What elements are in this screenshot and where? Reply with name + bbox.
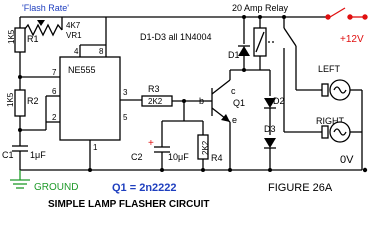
- switch-lever: [329, 7, 346, 18]
- pin7-label: 7: [52, 68, 57, 77]
- node-gnd-r4: [201, 168, 205, 172]
- q1-part-label: Q1 = 2n2222: [112, 182, 177, 194]
- vr1-resistor: [23, 23, 63, 37]
- q1-collector: [211, 79, 231, 95]
- r2-resistor: [14, 89, 26, 117]
- diodes-note: D1-D3 all 1N4004: [140, 32, 212, 42]
- q1-collector-label: c: [231, 86, 236, 96]
- pin8-label: 8: [99, 47, 104, 56]
- relay-label: 20 Amp Relay: [232, 3, 289, 13]
- left-lamp-filament: [333, 86, 347, 94]
- supply-label: +12V: [340, 34, 364, 45]
- d3-diode: [264, 138, 276, 148]
- ground-label: GROUND: [34, 182, 78, 193]
- pin2-label: 2: [52, 113, 57, 122]
- r2-value-label: 1K5: [6, 92, 15, 107]
- c1-value-label: 1μF: [30, 150, 46, 160]
- node-gnd-emitter: [228, 168, 232, 172]
- pin4-label: 4: [74, 47, 79, 56]
- node-d1-bottom: [242, 68, 246, 72]
- r4-label: R4: [211, 153, 223, 163]
- r3-value-label: 2K2: [148, 97, 163, 106]
- flash-rate-label: 'Flash Rate': [22, 3, 69, 13]
- ne555-ic: [59, 56, 121, 141]
- lamp-flasher-schematic: +12V 'Flash Rate' 4K7 VR1 1K5 R1 1K5 R2 …: [2, 3, 368, 210]
- vr1-wiper-arrow: [37, 20, 45, 26]
- left-lamp-label: LEFT: [318, 64, 341, 74]
- q1-base-label: b: [199, 96, 204, 106]
- r1-resistor: [14, 27, 26, 53]
- pin6-label: 6: [52, 87, 57, 96]
- relay-coil-diag: [255, 31, 265, 53]
- c2-plus: +: [148, 138, 154, 149]
- pin3-label: 3: [123, 88, 128, 97]
- supply-terminal: [362, 14, 368, 20]
- c2-value-label: 10μF: [168, 152, 189, 162]
- ne555-label: NE555: [68, 65, 96, 75]
- vr1-value-label: 4K7: [66, 21, 81, 30]
- right-lamp-filament: [333, 128, 347, 136]
- r4-value-label: 2K2: [201, 140, 210, 155]
- d2-label: D2: [273, 96, 285, 106]
- circuit-title: SIMPLE LAMP FLASHER CIRCUIT: [48, 199, 209, 210]
- c2-label: C2: [131, 152, 143, 162]
- q1-emitter-label: e: [232, 115, 237, 125]
- zero-volt-terminal: [362, 167, 368, 173]
- vr1-label: VR1: [66, 31, 82, 40]
- d3-label: D3: [264, 124, 276, 134]
- r1-label: R1: [27, 34, 39, 44]
- node-gnd-pin1: [88, 168, 92, 172]
- q1-emitter-arrow: [221, 114, 230, 122]
- d1-label: D1: [228, 50, 240, 60]
- d1-diode: [238, 46, 250, 56]
- c1-label: C1: [2, 150, 14, 160]
- node-gnd-c2: [160, 168, 164, 172]
- right-lamp-label: RIGHT: [316, 116, 345, 126]
- node-relay-common: [282, 15, 286, 19]
- q1-label: Q1: [233, 98, 245, 108]
- right-lamp-base: [321, 125, 329, 139]
- r3-label: R3: [148, 84, 160, 94]
- switch-terminal-right: [347, 14, 353, 20]
- r1-value-label: 1K5: [7, 29, 16, 44]
- switch-terminal-left: [325, 14, 331, 20]
- zero-volt-label: 0V: [340, 154, 354, 166]
- r2-label: R2: [27, 96, 39, 106]
- pin5-label: 5: [123, 113, 128, 122]
- pin1-label: 1: [93, 143, 98, 152]
- relay-blade: [283, 27, 297, 47]
- node-gnd-d3: [268, 168, 272, 172]
- figure-label: FIGURE 26A: [268, 182, 333, 194]
- d2-diode: [264, 98, 276, 108]
- left-lamp-base: [321, 83, 329, 97]
